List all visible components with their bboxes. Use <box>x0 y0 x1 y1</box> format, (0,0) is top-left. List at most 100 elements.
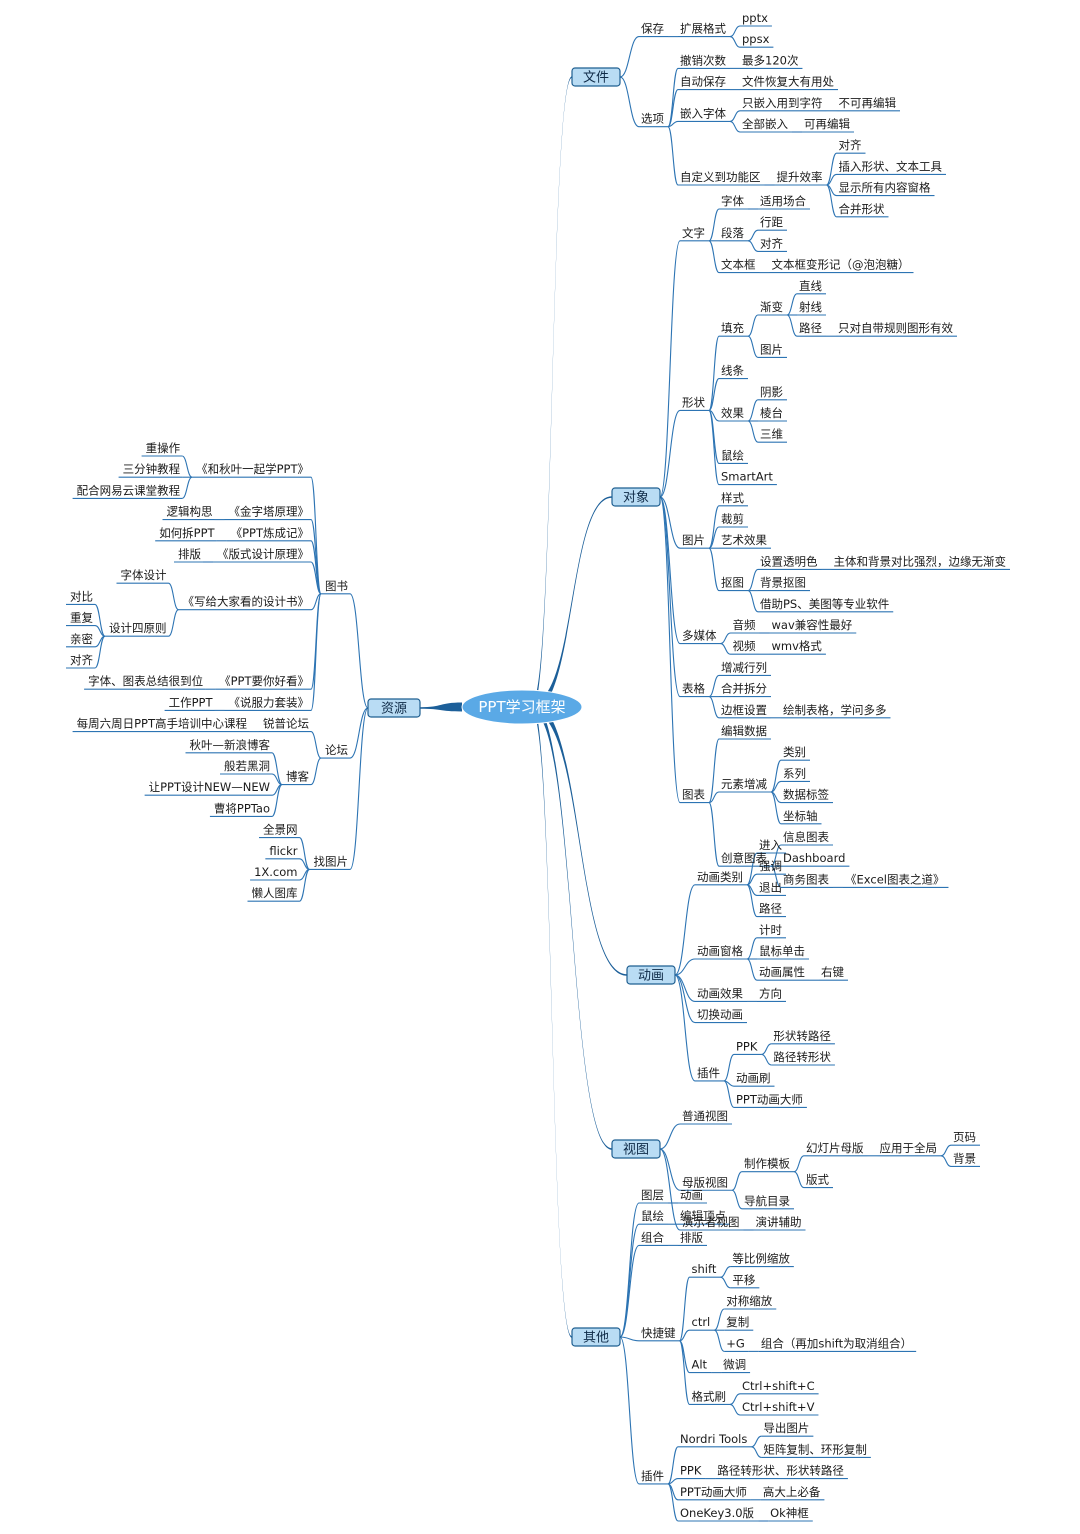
link-插件 <box>674 974 696 1082</box>
branch-label-object: 对象 <box>623 491 649 506</box>
branch-box-file[interactable] <box>571 67 621 87</box>
node-label-艺术效果: 艺术效果 <box>721 533 767 547</box>
node-label-数据标签: 数据标签 <box>783 788 829 802</box>
node-label-金字塔原理: 《金字塔原理》 <box>229 505 310 519</box>
link-pptx <box>729 25 741 38</box>
node-label-最多120次: 最多120次 <box>742 53 799 67</box>
node-label-进入: 进入 <box>759 838 782 852</box>
node-label-ctrl-shift-v: Ctrl+shift+V <box>742 1400 815 1414</box>
node-label-路径转形状: 路径转形状 <box>773 1050 831 1064</box>
link-ppsx <box>729 36 741 48</box>
node-label-抠图: 抠图 <box>721 576 744 590</box>
node-label-边框设置: 边框设置 <box>721 703 767 717</box>
node-label-鼠绘: 鼠绘 <box>641 1209 664 1223</box>
link-制作模板 <box>731 1171 743 1191</box>
link-渐变 <box>747 314 759 337</box>
branch-box-res[interactable] <box>367 698 421 718</box>
node-label-棱台: 棱台 <box>760 406 783 420</box>
link-类别 <box>770 759 782 793</box>
node-label-每周六周日ppt高手培训中心课程: 每周六周日PPT高手培训中心课程 <box>77 717 248 731</box>
node-label-字体: 字体 <box>721 194 744 208</box>
trunk-object <box>532 496 612 712</box>
node-label-射线: 射线 <box>799 300 822 314</box>
link-创意图表 <box>708 802 720 867</box>
branch-box-view[interactable] <box>611 1139 661 1159</box>
node-label-文件恢复大有用处: 文件恢复大有用处 <box>742 75 834 89</box>
link-设置透明色 <box>747 568 759 592</box>
link-smartart <box>708 409 720 486</box>
link-格式刷 <box>678 1340 691 1405</box>
link-插件 <box>619 1336 640 1485</box>
link-文本框 <box>708 240 720 274</box>
node-label-对齐: 对齐 <box>760 236 783 250</box>
branch-box-anim[interactable] <box>626 965 676 985</box>
node-label-设置透明色: 设置透明色 <box>760 554 818 568</box>
branch-label-other: 其他 <box>583 1331 609 1346</box>
node-label-如何拆ppt: 如何拆PPT <box>159 526 215 540</box>
node-label-裁剪: 裁剪 <box>721 512 744 526</box>
node-label-ppt炼成记: 《PPT炼成记》 <box>231 526 309 540</box>
node-label-只嵌入用到字符: 只嵌入用到字符 <box>742 96 823 110</box>
link-导航目录 <box>731 1189 743 1210</box>
link-字体 <box>708 208 720 242</box>
node-label-smartart: SmartArt <box>721 470 773 484</box>
node-label-锐普论坛: 锐普论坛 <box>263 717 309 731</box>
node-label-论坛: 论坛 <box>325 743 348 757</box>
link-说服力套装 <box>310 593 322 711</box>
link-边框设置 <box>708 696 720 719</box>
link-页码 <box>940 1144 952 1157</box>
trunk-view <box>532 702 612 1150</box>
node-label-系列: 系列 <box>783 766 806 780</box>
node-label-版式: 版式 <box>806 1173 829 1187</box>
branch-box-object[interactable] <box>611 487 661 507</box>
link-曹将pptao <box>271 784 283 817</box>
link-shift <box>678 1276 691 1342</box>
node-label-嵌入字体: 嵌入字体 <box>680 106 726 120</box>
link-版式 <box>793 1171 805 1189</box>
node-label-动画: 动画 <box>680 1188 703 1202</box>
node-label-撤销次数: 撤销次数 <box>680 53 726 67</box>
node-label-文本框: 文本框 <box>721 258 756 272</box>
main-branch-connectors <box>420 76 627 1338</box>
node-label-背景: 背景 <box>953 1151 976 1165</box>
node-label-让ppt设计new-new: 让PPT设计NEW—NEW <box>149 780 270 794</box>
root-node[interactable] <box>461 689 583 725</box>
link-选项 <box>619 76 640 128</box>
link-路径 <box>746 884 758 918</box>
link-ctrl-shift-c <box>729 1393 741 1405</box>
link-路径转形状 <box>761 1053 772 1066</box>
node-label-主体和背景对比强烈-边缘无渐变: 主体和背景对比强烈，边缘无渐变 <box>834 554 1007 568</box>
node-label-版式设计原理: 《版式设计原理》 <box>217 547 309 561</box>
node-label-填充: 填充 <box>721 321 744 335</box>
trunk-anim <box>532 702 627 976</box>
link-合并形状 <box>825 184 838 218</box>
link-保存 <box>619 36 640 78</box>
node-label-g: +G <box>726 1336 745 1350</box>
link-表格 <box>659 496 681 698</box>
link-图书 <box>349 593 369 709</box>
link-对齐 <box>747 240 759 252</box>
node-label-普通视图: 普通视图 <box>682 1109 728 1123</box>
link-嵌入字体 <box>667 120 679 128</box>
link-写给大家看的设计书 <box>310 593 322 611</box>
node-label-工作ppt: 工作PPT <box>169 695 214 709</box>
node-label-路径: 路径 <box>759 902 782 916</box>
node-label-高大上必备: 高大上必备 <box>763 1485 821 1499</box>
link-抠图 <box>708 547 720 592</box>
node-label-复制: 复制 <box>726 1315 749 1329</box>
node-label-excel图表之道: 《Excel图表之道》 <box>845 872 944 886</box>
node-label-直线: 直线 <box>799 279 822 293</box>
node-label-插件: 插件 <box>641 1469 664 1483</box>
branch-box-other[interactable] <box>571 1327 621 1347</box>
link-三维 <box>747 420 759 443</box>
node-label-微调: 微调 <box>723 1358 746 1372</box>
node-label-快捷键: 快捷键 <box>641 1326 676 1340</box>
node-label-图书: 图书 <box>325 579 348 593</box>
node-label-图层: 图层 <box>641 1188 664 1202</box>
node-label-提升效率: 提升效率 <box>777 170 823 184</box>
node-label-对齐: 对齐 <box>70 653 93 667</box>
node-label-页码: 页码 <box>953 1130 976 1144</box>
node-label-逻辑构思: 逻辑构思 <box>167 505 213 519</box>
node-label-路径: 路径 <box>799 321 822 335</box>
nodes: 保存扩展格式pptxppsx选项撤销次数最多120次自动保存文件恢复大有用处嵌入… <box>70 11 1006 1520</box>
